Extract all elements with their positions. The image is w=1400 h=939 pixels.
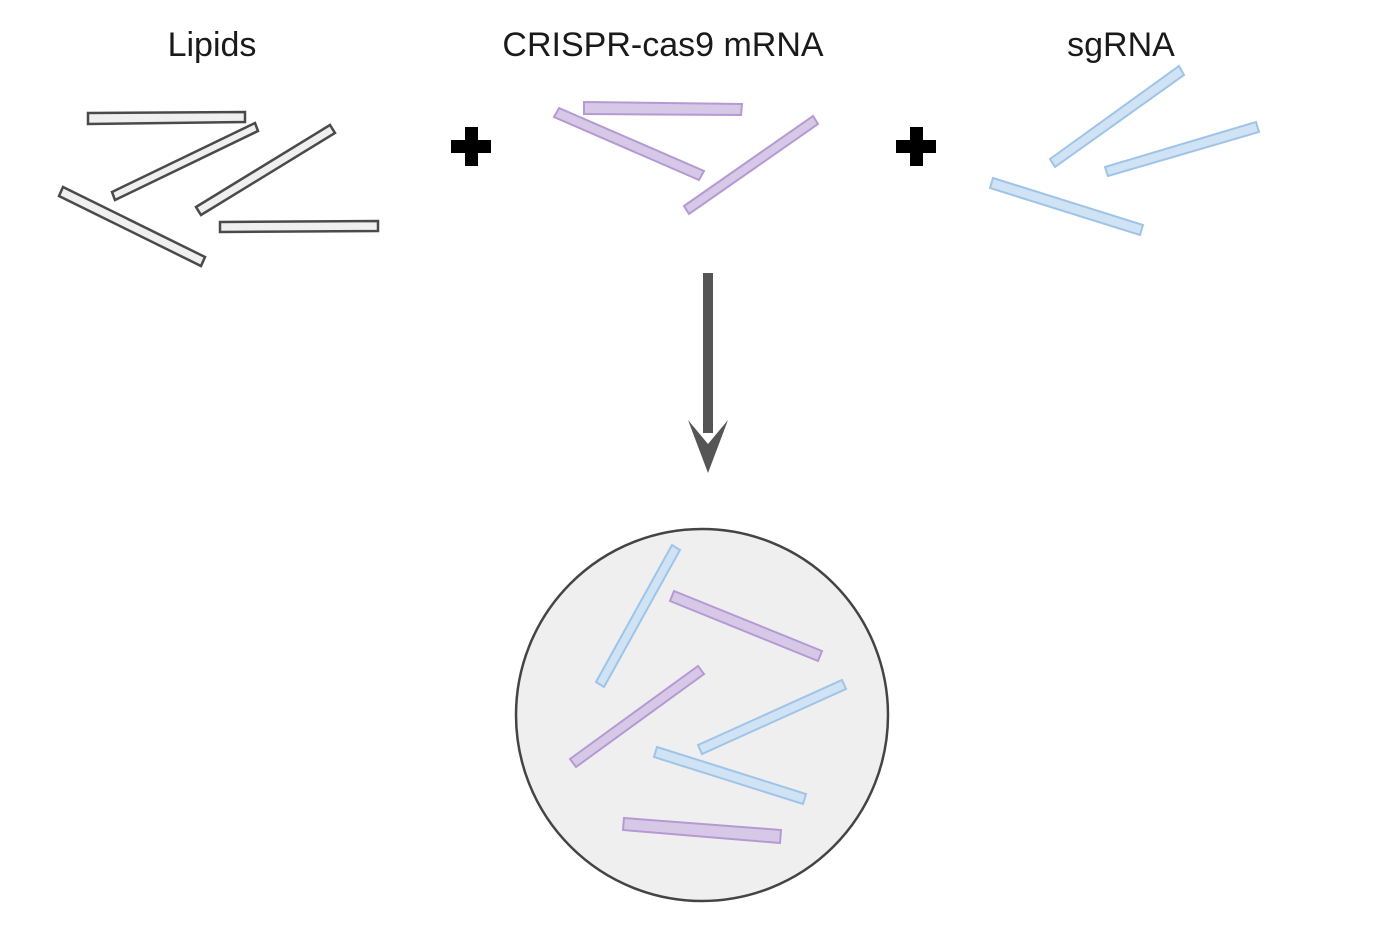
sgrna-label: sgRNA xyxy=(1067,26,1175,64)
plus-icon xyxy=(451,127,491,166)
lipid-rod xyxy=(86,110,247,126)
lipid-rod xyxy=(218,219,380,234)
mrna-rod xyxy=(682,114,820,216)
mrna-rod xyxy=(568,664,706,769)
lipid-rod xyxy=(110,121,260,202)
mrna-rod xyxy=(583,100,744,117)
sgrna-rod xyxy=(652,745,808,806)
sgrna-rod xyxy=(594,543,682,689)
sgrna-rod xyxy=(1103,120,1261,178)
mrna-label: CRISPR-cas9 mRNA xyxy=(502,26,823,64)
mrna-group xyxy=(552,100,820,216)
lipid-group xyxy=(57,110,380,268)
sgrna-rod xyxy=(988,176,1145,237)
arrow-down-icon xyxy=(688,273,728,473)
lipid-nanoparticle xyxy=(514,527,890,903)
lipid-rod xyxy=(194,123,337,217)
lipids-label: Lipids xyxy=(168,26,257,64)
nanoparticle-shell xyxy=(514,527,890,903)
sgrna-rod xyxy=(1048,64,1186,169)
plus-icon xyxy=(896,127,936,166)
mrna-rod xyxy=(552,106,706,182)
mrna-rod xyxy=(621,816,783,845)
sgrna-group xyxy=(988,64,1261,237)
mrna-rod xyxy=(668,589,824,663)
lipid-rod xyxy=(57,185,207,268)
sgrna-rod xyxy=(696,678,848,756)
